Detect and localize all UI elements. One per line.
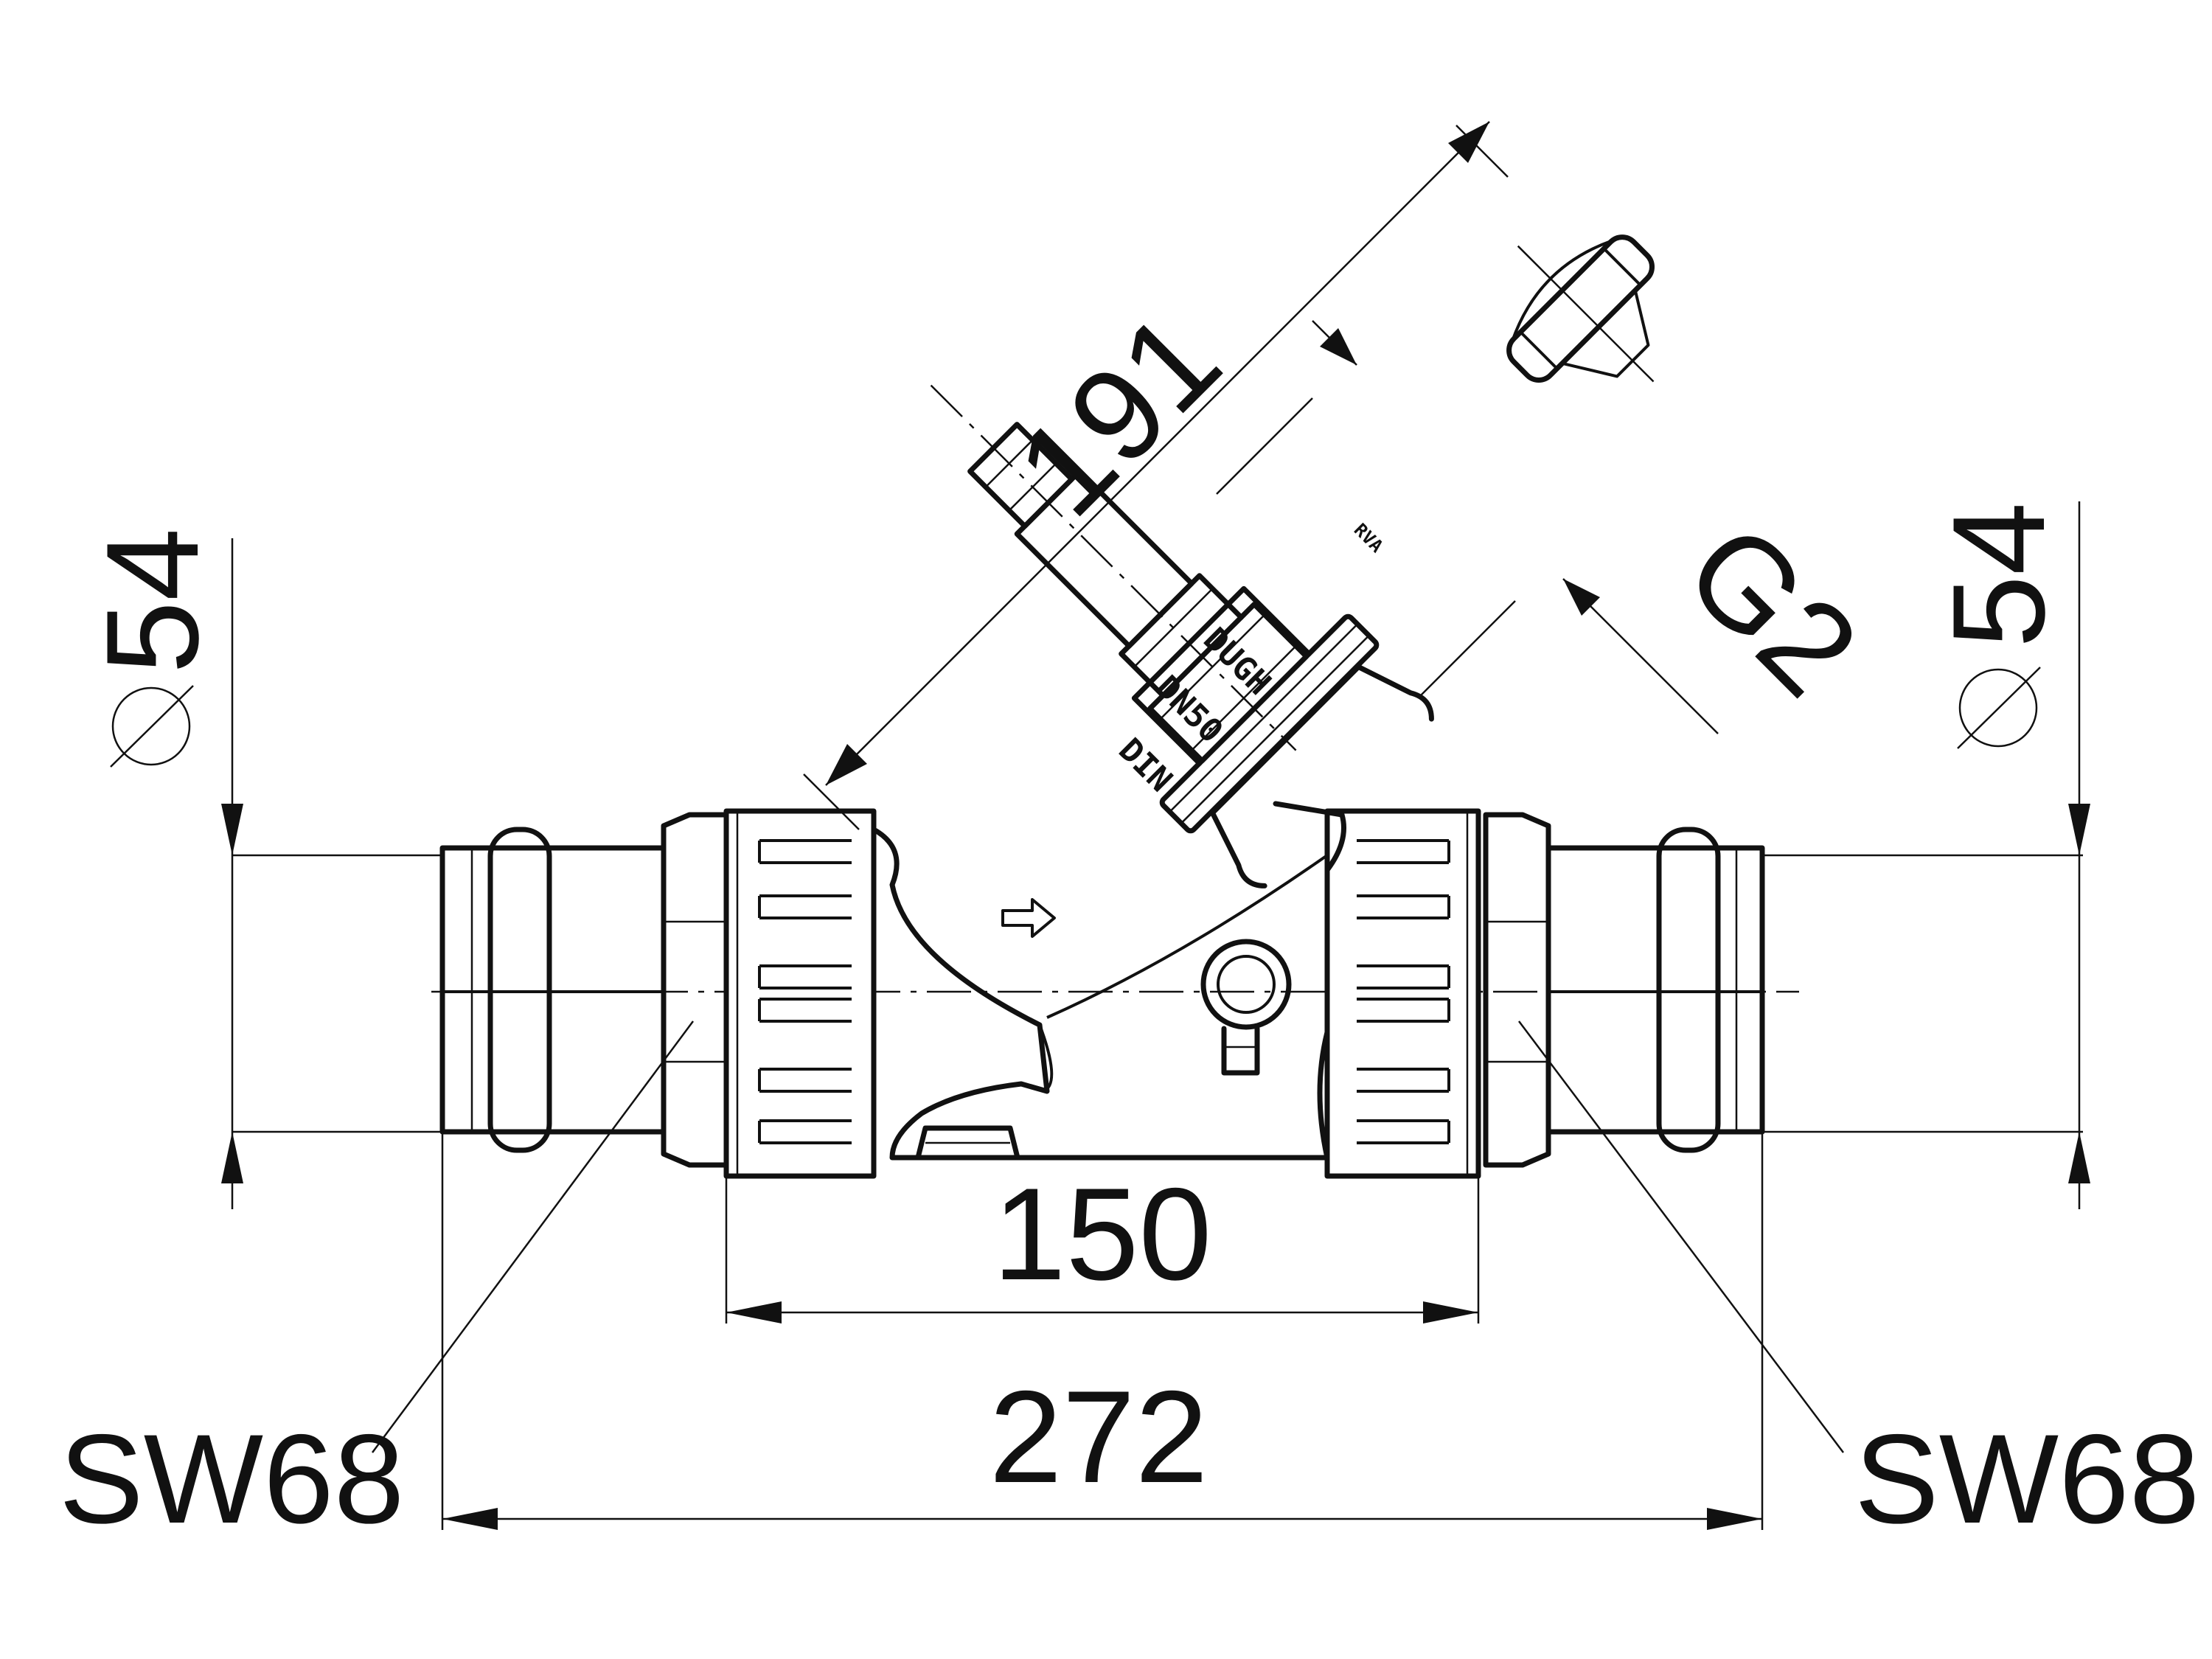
drain-plug (915, 1125, 1020, 1161)
left-press-fitting (439, 812, 733, 1168)
dimension-body-length (725, 1176, 1480, 1324)
dimension-right-diameter-label: 54 (1925, 502, 2072, 648)
flow-direction-icon (1001, 898, 1056, 938)
dimension-thread (1216, 320, 1719, 734)
handwheel (1506, 234, 1655, 383)
marking-bonnet: RVA (1350, 519, 1388, 557)
right-press-fitting (1483, 812, 1765, 1168)
dimension-272-label: 272 (990, 1363, 1208, 1510)
left-hex-nut (723, 808, 877, 1179)
wrench-size-left-label: SW68 (59, 1408, 404, 1550)
dimension-angled-length (803, 121, 1509, 830)
wrench-size-right-label: SW68 (1854, 1408, 2199, 1550)
wrench-size-left-leader (371, 1020, 695, 1453)
test-port (1200, 939, 1292, 1076)
marking-standard: DIN (1111, 731, 1179, 799)
dimension-g2-label: G2 (1658, 495, 1886, 723)
diameter-symbol-left-icon (111, 686, 191, 766)
dimension-left-diameter-label: 54 (79, 528, 226, 674)
wrench-size-right-leader (1518, 1020, 1844, 1453)
dimension-150-label: 150 (993, 1161, 1212, 1307)
valve-body (871, 801, 1346, 1161)
right-hex-nut (1324, 808, 1481, 1179)
dimension-right-diameter (1762, 501, 2090, 1209)
dimension-total-length (441, 1132, 1764, 1530)
dimension-left-diameter (221, 538, 442, 1209)
valve-bonnet (930, 384, 1434, 888)
diameter-symbol-right-icon (1958, 668, 2038, 748)
